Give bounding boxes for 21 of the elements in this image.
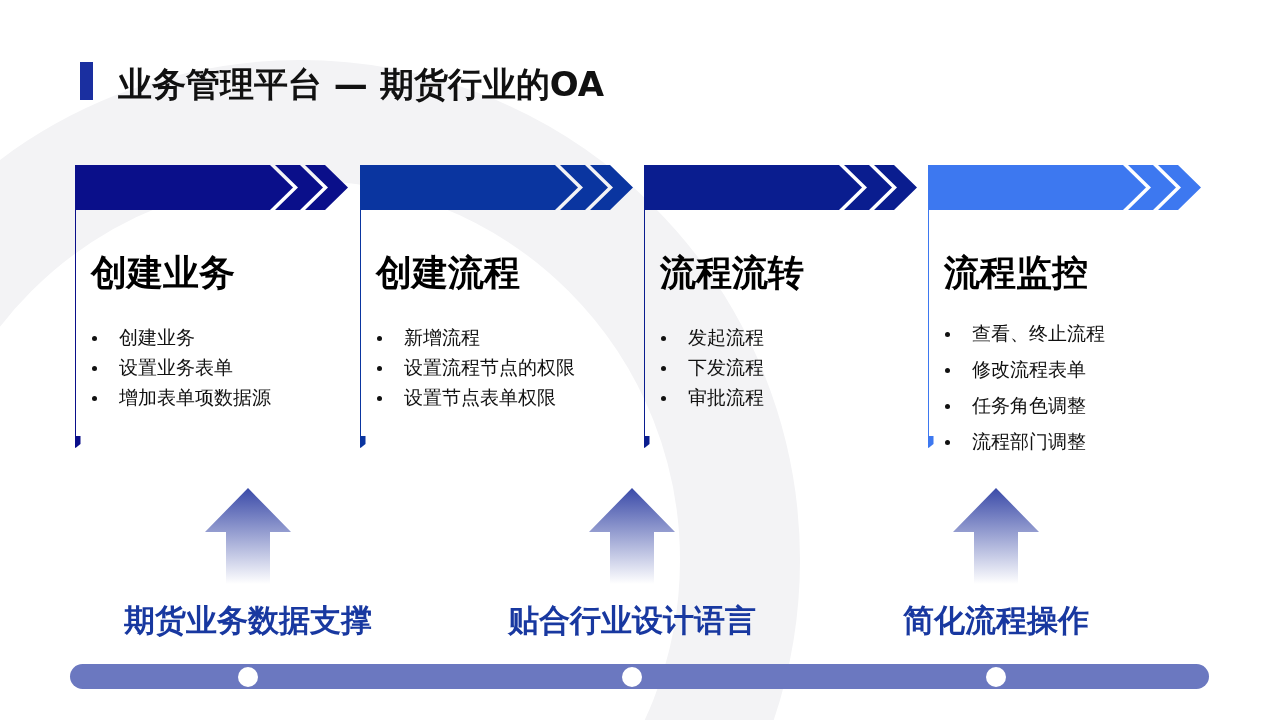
bullet-item: 任务角色调整	[972, 393, 1086, 418]
bullet-item: 发起流程	[688, 325, 764, 350]
bullet-item: 设置流程节点的权限	[404, 355, 575, 380]
bullet-item: 修改流程表单	[972, 357, 1086, 382]
bullet-item: 设置业务表单	[119, 355, 233, 380]
bullet-item: 创建业务	[119, 325, 195, 350]
bullet-item: 设置节点表单权限	[404, 385, 556, 410]
column-heading: 流程流转	[660, 251, 804, 295]
title: 业务管理平台 — 期货行业的OA	[118, 63, 604, 106]
column-heading: 创建流程	[376, 251, 520, 295]
column-heading: 流程监控	[944, 251, 1088, 295]
feature-label: 期货业务数据支撑	[123, 601, 373, 640]
bullet-item: 审批流程	[688, 385, 764, 410]
bullet-item: 增加表单项数据源	[119, 385, 271, 410]
bullet-item: 流程部门调整	[972, 429, 1086, 454]
bullet-item: 新增流程	[404, 325, 480, 350]
bullet-item: 查看、终止流程	[972, 321, 1105, 346]
bullet-item: 下发流程	[688, 355, 764, 380]
column-heading: 创建业务	[91, 251, 235, 295]
feature-label: 简化流程操作	[902, 601, 1090, 640]
feature-label: 贴合行业设计语言	[506, 601, 757, 640]
